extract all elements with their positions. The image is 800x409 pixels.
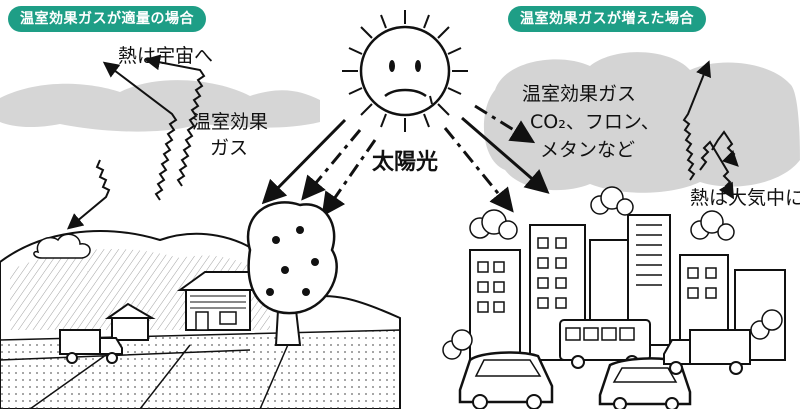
right-cloud-icon bbox=[483, 52, 800, 193]
ghg-right-label-line3: メタンなど bbox=[540, 139, 636, 161]
car-icon bbox=[458, 351, 554, 409]
left-scenario-badge: 温室効果ガスが適量の場合 bbox=[8, 6, 206, 32]
ghg-left-label-line1: 温室効果 bbox=[192, 111, 269, 133]
smoke-icon bbox=[442, 186, 783, 360]
truck-icon-right bbox=[663, 329, 751, 375]
car-icon-2 bbox=[598, 357, 692, 409]
right-scenario-badge: 温室効果ガスが増えた場合 bbox=[508, 6, 706, 32]
small-house-icon bbox=[104, 302, 156, 341]
sunlight-label: 太陽光 bbox=[372, 150, 439, 175]
city-scene bbox=[440, 186, 800, 409]
heat-to-space-label: 熱は宇宙へ bbox=[118, 45, 214, 67]
tree-icon bbox=[246, 201, 338, 346]
house-icon bbox=[176, 271, 257, 331]
trapped-heat-arrow-icon bbox=[682, 60, 739, 200]
sun-icon bbox=[342, 10, 468, 132]
small-cloud-icon bbox=[33, 233, 91, 259]
heat-arrow-icon bbox=[66, 54, 206, 230]
ghg-right-label-line1: 温室効果ガス bbox=[522, 83, 637, 105]
countryside-scene bbox=[0, 201, 401, 409]
ghg-right-label-line2: CO₂、フロン、 bbox=[530, 111, 660, 133]
truck-icon bbox=[59, 329, 123, 364]
sunlight-arrow-icon bbox=[261, 104, 550, 217]
ghg-left-label-line2: ガス bbox=[210, 137, 249, 159]
heat-trapped-label: 熱は大気中に bbox=[690, 187, 800, 209]
